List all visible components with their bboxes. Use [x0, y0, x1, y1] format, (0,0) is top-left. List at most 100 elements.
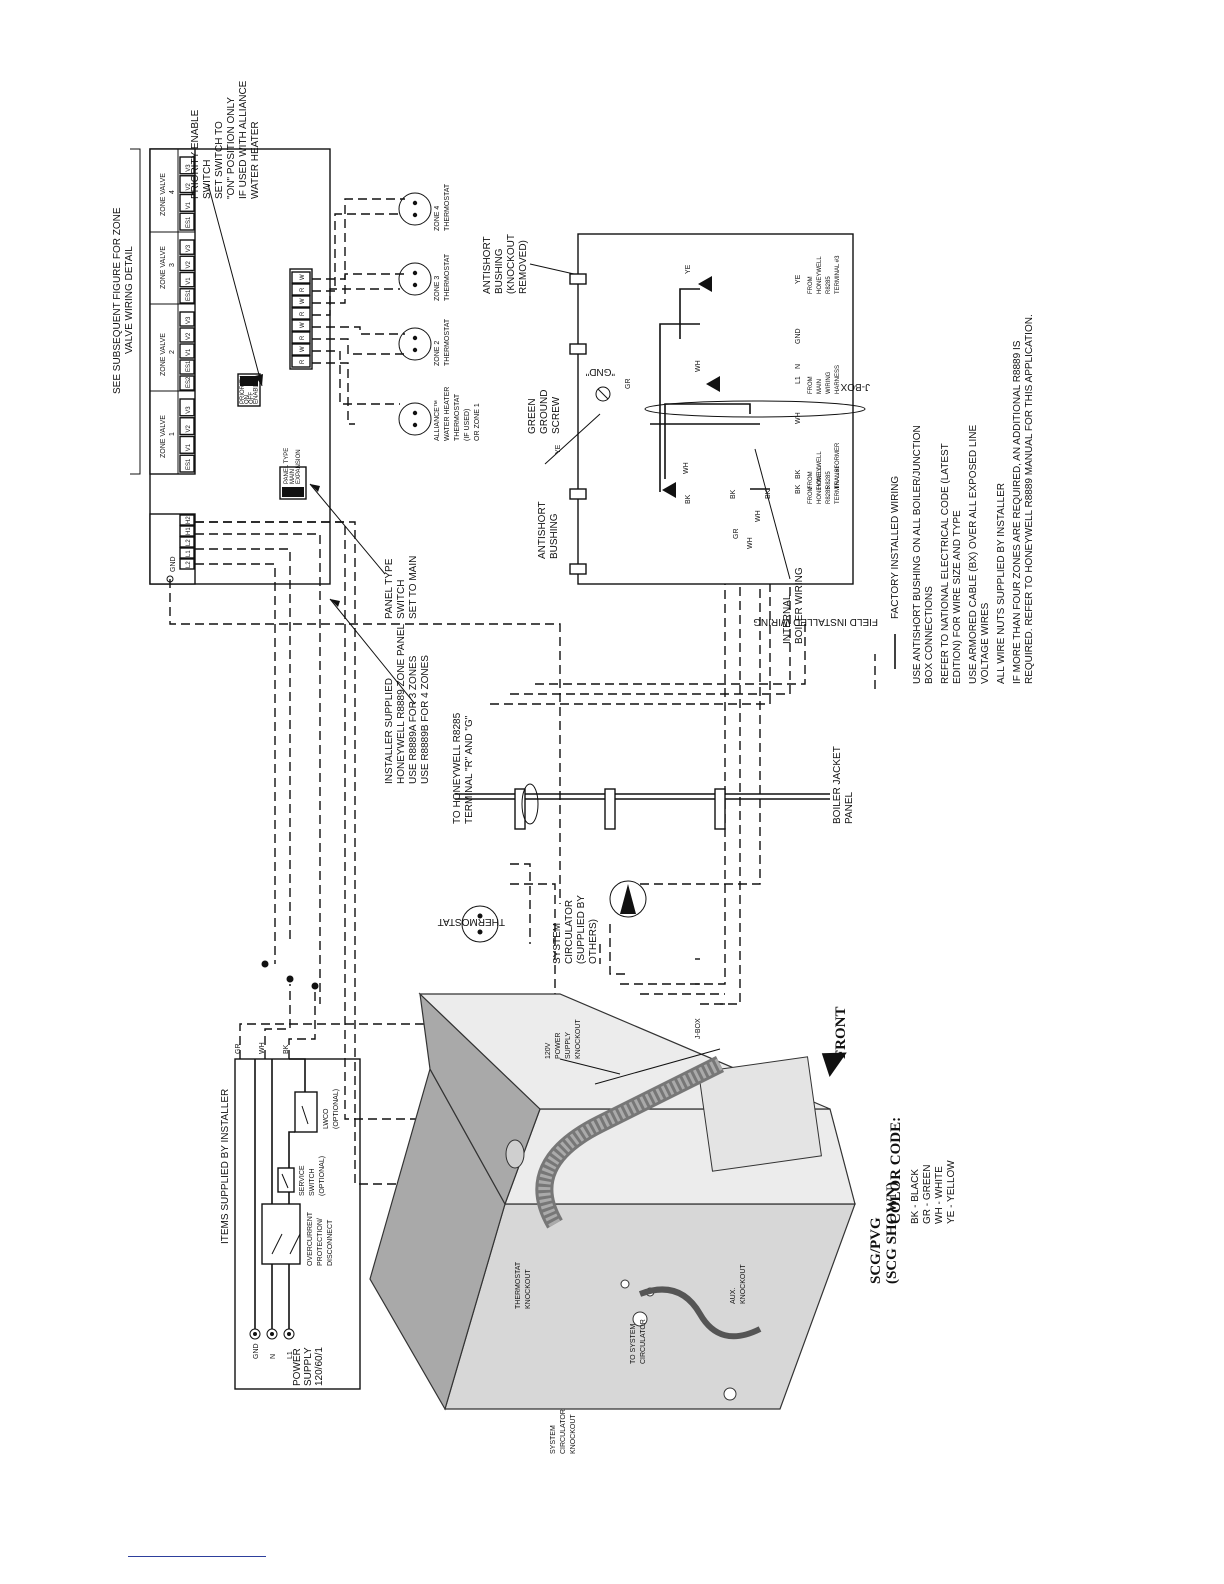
- zone-valve-label: ZONE VALVE: [160, 333, 167, 376]
- antishort-top-label: ANTISHORT: [482, 236, 493, 294]
- tstat-terminal: [291, 343, 311, 356]
- wire-junctions: [261, 960, 319, 990]
- zone-valve-terminal: [179, 454, 195, 473]
- zone-valve-terminal-label: V3: [186, 316, 192, 324]
- legend-note-line: BOX CONNECTIONS: [924, 586, 935, 684]
- power-knockout-label: SUPPLY: [565, 1032, 572, 1059]
- jbox-terminal-source: R8285: [826, 276, 832, 294]
- zone-valve-terminal-label: V1: [186, 443, 192, 451]
- wire-color-label: YE: [685, 264, 692, 274]
- supply-wire-code: BK: [283, 1044, 290, 1054]
- zone-valve-terminal-label: ES2: [186, 376, 192, 388]
- front-arrow: [821, 1052, 847, 1078]
- overcurrent-label: OVERCURRENT: [307, 1211, 314, 1266]
- zone-thermostat-label: ALLIANCE™: [434, 400, 441, 441]
- bushing-bottom: [569, 563, 587, 575]
- see-figure-bracket: [130, 148, 141, 475]
- jbox-terminal-source: TERMINAL #3: [835, 255, 841, 294]
- lwco-label: LWCO: [323, 1108, 330, 1129]
- antishort-top-label: REMOVED): [518, 240, 529, 294]
- zone-valve-terminal-label: ES1: [186, 216, 192, 228]
- wire-bundle-oval: [521, 783, 539, 825]
- wire-color-label: BK: [730, 489, 737, 499]
- thermostat-wiring: [312, 198, 405, 425]
- power-knockout-label: POWER: [555, 1033, 562, 1059]
- jbox-terminal-source: HONEYWELL: [817, 466, 823, 504]
- jbox-terminal-source: MAIN: [817, 379, 823, 394]
- boiler-jacket-label: PANEL: [844, 792, 855, 824]
- zone-panel: SEE SUBSEQUENT FIGURE FOR ZONE VALVE WIR…: [112, 148, 331, 585]
- color-code-item: GR - GREEN: [922, 1165, 933, 1224]
- jbox-terminal-source: R8285: [826, 486, 832, 504]
- zone-thermostat-icon: [398, 327, 432, 361]
- zone-valve-number: 4: [169, 190, 176, 194]
- jbox-terminal-code: N: [795, 364, 802, 369]
- jbox-terminal-code: GND: [795, 328, 802, 344]
- tstat-terminal: [291, 283, 311, 296]
- jbox-terminal-code: YE: [795, 274, 802, 284]
- zone-valve-terminal-label: V2: [186, 424, 192, 432]
- wire-color-label: GR: [625, 379, 632, 390]
- priority-switch-lever: [240, 376, 258, 386]
- antishort-bottom-label: BUSHING: [549, 513, 560, 559]
- overcurrent-label: PROTECTION/: [317, 1218, 324, 1266]
- green-screw-label: SCREW: [551, 396, 562, 434]
- zone-valve-number: 3: [169, 263, 176, 267]
- installer-panel-callout-line: USE R8889B FOR 4 ZONES: [420, 655, 431, 784]
- jbox-terminal-code: WH: [795, 412, 802, 424]
- zone-valve-terminal: [179, 398, 195, 417]
- power-supply-label: POWER: [292, 1348, 303, 1386]
- legend-field-text: FIELD INSTALLED WIRING: [753, 616, 878, 627]
- legend-note-line: ALL WIRE NUTS SUPPLIED BY INSTALLER: [996, 483, 1007, 684]
- circulator-label: (SUPPLIED BY: [576, 895, 587, 964]
- see-figure-line2: VALVE WIRING DETAIL: [124, 246, 135, 354]
- field-wiring: [169, 439, 806, 1185]
- zone-thermostat-label: THERMOSTAT: [444, 253, 451, 301]
- jbox-outline: [577, 233, 854, 585]
- priority-callout-line: SET SWITCH TO: [214, 121, 225, 199]
- aux-knockout-label: AUX.: [730, 1288, 737, 1304]
- zone-thermostat-label: ZONE 2: [434, 341, 441, 366]
- thermostat-knockout: [632, 1311, 648, 1327]
- wire-color-label: BK: [685, 494, 692, 504]
- color-code-item: YE - YELLOW: [946, 1160, 957, 1224]
- zone-thermostat-label: THERMOSTAT: [444, 183, 451, 231]
- boiler-jbox-label: J-BOX: [695, 1018, 702, 1039]
- power-terminal: [179, 525, 195, 537]
- zone-valve-terminal-label: V2: [186, 182, 192, 190]
- power-terminal: [179, 547, 195, 559]
- zone-valve-terminal-label: ES1: [186, 289, 192, 301]
- panel-type-switch-lever: [282, 487, 304, 497]
- priority-switch-label: OFF: [249, 392, 255, 404]
- legend-note-line: REFER TO NATIONAL ELECTRICAL CODE (LATES…: [940, 443, 951, 684]
- to-circulator-label: TO SYSTEM: [630, 1324, 637, 1364]
- front-label: FRONT: [833, 1007, 849, 1060]
- power-terminal: [179, 514, 195, 526]
- zone-thermostat-label: (IF USED): [464, 409, 471, 441]
- wire-color-label: WH: [755, 510, 762, 522]
- zone-valve-terminal: [179, 327, 195, 343]
- zone-valve-terminal-label: V1: [186, 201, 192, 209]
- green-screw-label: GROUND: [539, 390, 550, 434]
- tstat-terminal-label: W: [300, 274, 306, 280]
- panel-type-callout-line: PANEL TYPE: [384, 558, 395, 619]
- tstat-terminal: [291, 319, 311, 332]
- tstat-terminal: [291, 331, 311, 344]
- legend-note-line: USE ANTISHORT BUSHING ON ALL BOILER/JUNC…: [912, 425, 923, 684]
- circulator-conduit: [638, 1286, 762, 1340]
- panel-type-callout-line: SWITCH: [396, 580, 407, 619]
- room-thermostat: THERMOSTAT: [438, 905, 505, 943]
- zone-valve-terminal: [179, 375, 195, 391]
- zone-valve-terminal-label: V2: [186, 332, 192, 340]
- power-knockout-label: 120V: [545, 1042, 552, 1059]
- zone-valve-terminal-label: V3: [186, 406, 192, 414]
- circulator-knockout-label: KNOCKOUT: [570, 1414, 577, 1454]
- panel-type-switch-label: PANEL TYPE: [284, 448, 290, 484]
- circulator-label: OTHERS): [588, 919, 599, 964]
- legend-note-line: REQUIRED. REFER TO HONEYWELL R8889 MANUA…: [1024, 314, 1035, 684]
